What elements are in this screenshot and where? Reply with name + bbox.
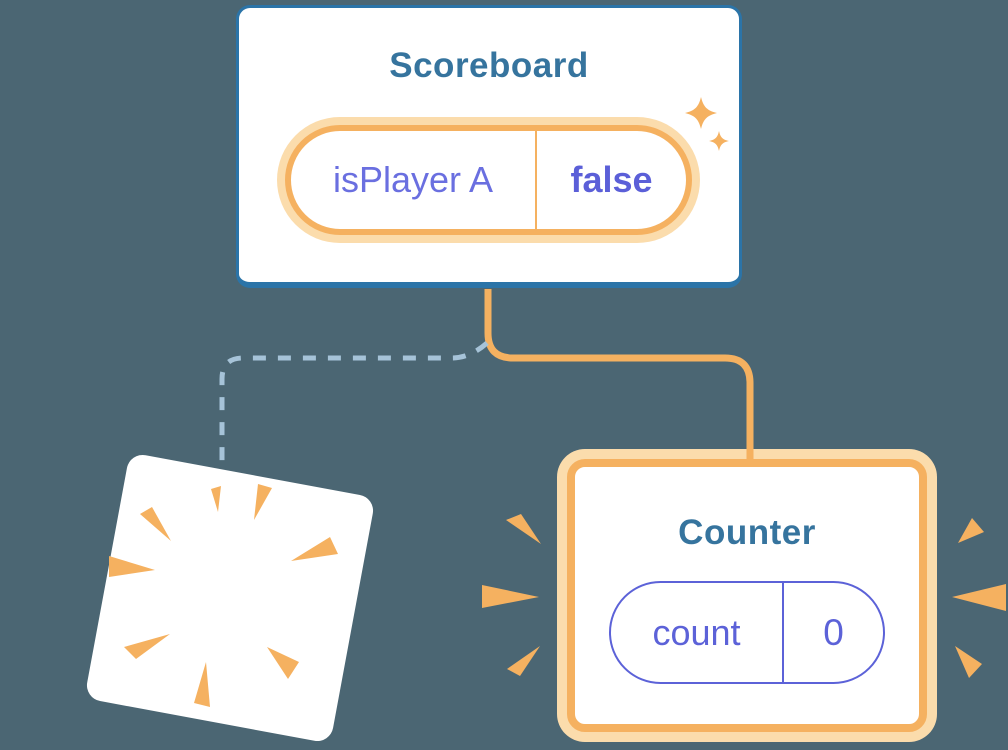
- parent-to-counter-connector: [484, 289, 754, 461]
- count-name-label: count: [652, 611, 741, 653]
- scoreboard-title: Scoreboard: [389, 46, 589, 85]
- count-value-label: 0: [782, 583, 883, 682]
- counter-card: Counter count 0: [557, 449, 937, 742]
- state-pill-body: isPlayer A false: [285, 125, 692, 235]
- emphasis-burst-icon: [952, 518, 1006, 678]
- removed-component-card: [84, 452, 376, 744]
- scoreboard-card: Scoreboard isPlayer A false: [236, 5, 742, 288]
- emphasis-burst-icon: [482, 514, 541, 676]
- state-value-label: false: [535, 131, 686, 229]
- counter-card-inner: Counter count 0: [567, 459, 927, 732]
- counter-state-pill: count 0: [609, 581, 885, 684]
- scoreboard-state-pill: isPlayer A false: [277, 117, 700, 243]
- parent-to-removed-connector: [219, 341, 489, 466]
- counter-title: Counter: [678, 513, 816, 552]
- state-name-label: isPlayer A: [332, 159, 494, 200]
